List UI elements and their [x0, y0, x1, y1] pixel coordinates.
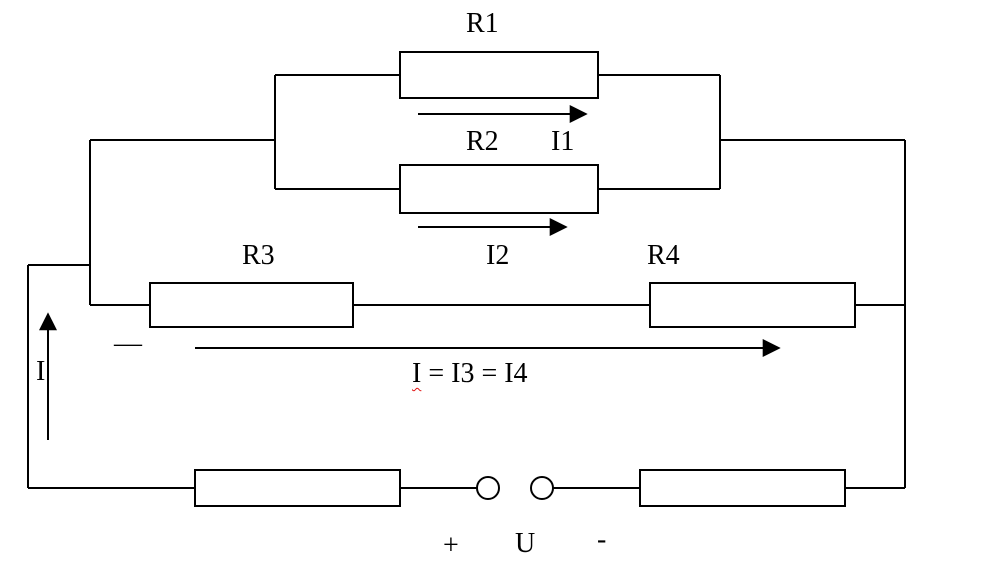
terminal-circle-plus [476, 476, 500, 500]
r1-label: R1 [466, 8, 499, 39]
r3-label: R3 [242, 240, 275, 271]
resistor-r3-box [149, 282, 354, 328]
voltage-label: U [515, 528, 536, 559]
current-left-label: I [36, 356, 46, 387]
resistor-r1-box [399, 51, 599, 99]
current-equation-i: I [412, 358, 422, 389]
circuit-wires [27, 74, 906, 489]
source-box-right [639, 469, 846, 507]
r4-label: R4 [647, 240, 680, 271]
minus-label: - [597, 524, 607, 555]
source-box-left [194, 469, 401, 507]
i1-label: I1 [551, 126, 575, 157]
plus-label: + [443, 530, 459, 561]
dash-label: — [114, 328, 142, 359]
current-equation-rest: = I3 = I4 [421, 358, 528, 389]
current-equation-label: I = I3 = I4 [412, 356, 528, 391]
terminal-circle-minus [530, 476, 554, 500]
i2-label: I2 [486, 240, 510, 271]
resistor-r4-box [649, 282, 856, 328]
r2-label: R2 [466, 126, 499, 157]
resistor-r2-box [399, 164, 599, 214]
